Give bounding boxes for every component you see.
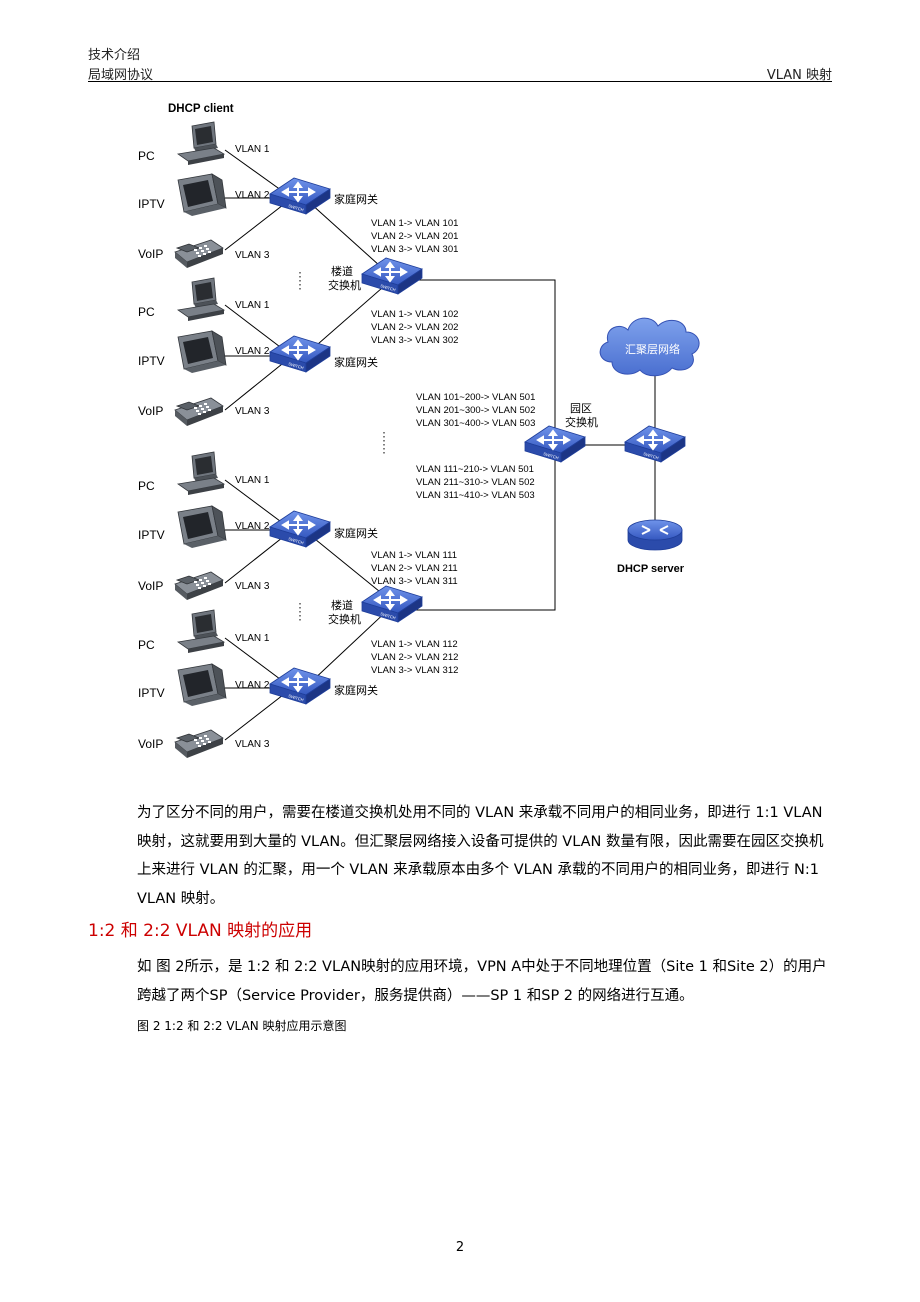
campus-switch-label: 园区 xyxy=(570,402,592,415)
vlan-label: VLAN 3 xyxy=(235,581,270,592)
voip-label: VoIP xyxy=(138,404,163,418)
phone-icon xyxy=(174,729,224,759)
vlan-label: VLAN 2 xyxy=(235,680,270,691)
voip-label: VoIP xyxy=(138,737,163,751)
router-icon xyxy=(627,519,683,551)
iptv-label: IPTV xyxy=(138,528,165,542)
floor-switch-icon xyxy=(361,257,423,295)
paragraph: 如 图 2所示，是 1:2 和 2:2 VLAN映射的应用环境，VPN A中处于… xyxy=(137,959,827,1004)
vlan-label: VLAN 3 xyxy=(235,739,270,750)
home-gateway-label: 家庭网关 xyxy=(334,683,378,697)
mapping-line: VLAN 111~210-> VLAN 501 xyxy=(416,464,534,475)
tv-icon xyxy=(177,173,227,217)
voip-label: VoIP xyxy=(138,247,163,261)
tv-icon xyxy=(177,330,227,374)
tv-icon xyxy=(177,663,227,707)
home-gateway-label: 家庭网关 xyxy=(334,526,378,540)
pc-icon xyxy=(177,121,225,166)
home-gateway-switch-icon xyxy=(269,510,331,548)
phone-icon xyxy=(174,571,224,601)
mapping-line: VLAN 1-> VLAN 112 xyxy=(371,639,458,650)
vlan-label: VLAN 1 xyxy=(235,633,270,644)
campus-mapping-top: VLAN 101~200-> VLAN 501 VLAN 201~300-> V… xyxy=(416,392,535,429)
mapping-group-3: VLAN 1-> VLAN 111 VLAN 2-> VLAN 211 VLAN… xyxy=(371,550,458,587)
dhcp-client-label: DHCP client xyxy=(168,103,234,115)
pc-icon xyxy=(177,277,225,322)
mapping-line: VLAN 1-> VLAN 111 xyxy=(371,550,457,561)
floor-switch-label: 交换机 xyxy=(328,612,361,626)
vlan-label: VLAN 1 xyxy=(235,300,270,311)
aggregation-network-label: 汇聚层网络 xyxy=(625,342,680,356)
mapping-line: VLAN 211~310-> VLAN 502 xyxy=(416,477,535,488)
pc-label: PC xyxy=(138,638,155,652)
mapping-line: VLAN 2-> VLAN 211 xyxy=(371,563,458,574)
header-divider xyxy=(88,81,832,82)
floor-switch-label: 楼道 xyxy=(331,264,353,278)
ellipsis-dots xyxy=(299,272,385,622)
vlan-label: VLAN 2 xyxy=(235,521,270,532)
campus-switch-icon xyxy=(524,425,586,463)
iptv-label: IPTV xyxy=(138,354,165,368)
mapping-line: VLAN 301~400-> VLAN 503 xyxy=(416,418,535,429)
mapping-line: VLAN 1-> VLAN 102 xyxy=(371,309,458,320)
header-category: 技术介绍 xyxy=(88,48,141,63)
tv-icon xyxy=(177,505,227,549)
mapping-line: VLAN 3-> VLAN 302 xyxy=(371,335,458,346)
pc-label: PC xyxy=(138,305,155,319)
campus-switch-label: 交换机 xyxy=(565,415,598,429)
vlan-label: VLAN 2 xyxy=(235,346,270,357)
floor-switch-label: 楼道 xyxy=(331,598,353,612)
device-group-3: PC IPTV VoIP VLAN 1 VLAN 2 VLAN 3 xyxy=(138,451,270,601)
dhcp-server-label: DHCP server xyxy=(617,563,685,575)
network-diagram: SWITCH xyxy=(138,103,700,759)
floor-switch-label: 交换机 xyxy=(328,278,361,292)
home-gateway-label: 家庭网关 xyxy=(334,192,378,206)
mapping-group-2: VLAN 1-> VLAN 102 VLAN 2-> VLAN 202 VLAN… xyxy=(371,309,458,346)
figure-caption: 图 2 1:2 和 2:2 VLAN 映射应用示意图 xyxy=(137,1019,347,1033)
mapping-group-1: VLAN 1-> VLAN 101 VLAN 2-> VLAN 201 VLAN… xyxy=(371,218,458,255)
mapping-line: VLAN 1-> VLAN 101 xyxy=(371,218,458,229)
mapping-line: VLAN 2-> VLAN 202 xyxy=(371,322,458,333)
mapping-line: VLAN 101~200-> VLAN 501 xyxy=(416,392,535,403)
device-group-4: PC IPTV VoIP VLAN 1 VLAN 2 VLAN 3 xyxy=(138,609,270,759)
vlan-label: VLAN 2 xyxy=(235,190,270,201)
voip-label: VoIP xyxy=(138,579,163,593)
phone-icon xyxy=(174,397,224,427)
home-gateway-label: 家庭网关 xyxy=(334,355,378,369)
aggregation-switch-icon xyxy=(624,425,686,463)
mapping-line: VLAN 3-> VLAN 311 xyxy=(371,576,458,587)
vlan-label: VLAN 1 xyxy=(235,475,270,486)
campus-mapping-bottom: VLAN 111~210-> VLAN 501 VLAN 211~310-> V… xyxy=(416,464,535,501)
mapping-line: VLAN 2-> VLAN 212 xyxy=(371,652,458,663)
header-doc-title: VLAN 映射 xyxy=(766,68,832,83)
pc-icon xyxy=(177,609,225,654)
mapping-line: VLAN 201~300-> VLAN 502 xyxy=(416,405,535,416)
phone-icon xyxy=(174,239,224,269)
iptv-label: IPTV xyxy=(138,686,165,700)
page-number: 2 xyxy=(455,1240,465,1255)
mapping-line: VLAN 3-> VLAN 312 xyxy=(371,665,458,676)
floor-switch-icon xyxy=(361,585,423,623)
header-subcategory: 局域网协议 xyxy=(88,68,154,83)
iptv-label: IPTV xyxy=(138,197,165,211)
paragraph: 为了区分不同的用户，需要在楼道交换机处用不同的 VLAN 来承载不同用户的相同业… xyxy=(137,805,824,907)
pc-label: PC xyxy=(138,479,155,493)
mapping-line: VLAN 3-> VLAN 301 xyxy=(371,244,458,255)
section-heading: 1:2 和 2:2 VLAN 映射的应用 xyxy=(88,921,313,941)
device-group-1: PC IPTV VoIP VLAN 1 VLAN 2 VLAN 3 xyxy=(138,121,270,269)
mapping-line: VLAN 2-> VLAN 201 xyxy=(371,231,458,242)
pc-icon xyxy=(177,451,225,496)
vlan-label: VLAN 3 xyxy=(235,250,270,261)
vlan-label: VLAN 1 xyxy=(235,144,270,155)
mapping-group-4: VLAN 1-> VLAN 112 VLAN 2-> VLAN 212 VLAN… xyxy=(371,639,458,676)
vlan-label: VLAN 3 xyxy=(235,406,270,417)
mapping-line: VLAN 311~410-> VLAN 503 xyxy=(416,490,535,501)
cloud-icon xyxy=(599,317,700,377)
device-group-2: PC IPTV VoIP VLAN 1 VLAN 2 VLAN 3 xyxy=(138,277,270,427)
pc-label: PC xyxy=(138,149,155,163)
